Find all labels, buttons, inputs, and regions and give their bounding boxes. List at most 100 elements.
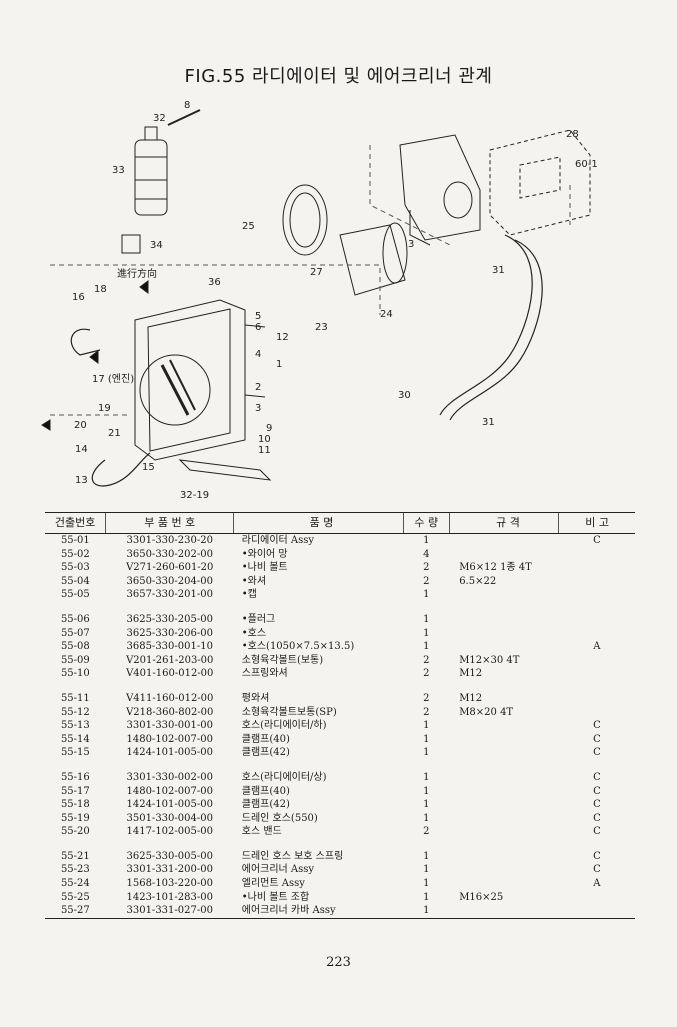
page-number: 223 <box>326 955 351 970</box>
cell-part-name: 스프링와셔 <box>241 668 288 680</box>
cell-ref-no: 55-20 <box>60 826 90 838</box>
cell-ref-no: 55-19 <box>60 812 90 824</box>
cell-quantity: 1 <box>423 627 430 639</box>
cell-ref-no: 55-11 <box>60 692 90 704</box>
radiator-drawing <box>134 299 272 481</box>
cell-quantity: 1 <box>423 535 430 546</box>
cell-part-name: •캡 <box>241 589 257 601</box>
svg-text:60-1: 60-1 <box>575 159 598 170</box>
cell-quantity: 1 <box>423 747 430 759</box>
svg-text:18: 18 <box>94 284 107 295</box>
svg-text:17 (엔진): 17 (엔진) <box>92 373 134 385</box>
cell-spec <box>449 798 559 812</box>
cell-part-number: 3625-330-206-00 <box>126 627 213 639</box>
cell-part-name: 클램프(40) <box>241 733 290 745</box>
cell-spec <box>449 733 559 747</box>
svg-text:3: 3 <box>255 403 261 414</box>
cell-quantity: 1 <box>423 905 430 917</box>
cell-spec <box>449 877 559 891</box>
svg-text:9: 9 <box>266 423 272 434</box>
cell-part-name: •호스 <box>241 627 267 639</box>
cell-remark <box>559 627 635 641</box>
cell-ref-no: 55-13 <box>60 720 90 732</box>
svg-text:32-19: 32-19 <box>180 490 209 501</box>
cell-quantity: 1 <box>423 891 430 903</box>
cell-part-name: 에어크리너 Assy <box>241 864 315 876</box>
cell-spec <box>449 812 559 826</box>
cell-part-number: 1424-101-005-00 <box>126 747 213 759</box>
svg-text:34: 34 <box>150 240 163 251</box>
overflow-tank-drawing <box>121 109 201 254</box>
cell-part-number: 3301-330-001-00 <box>126 720 213 732</box>
cell-ref-no: 55-25 <box>60 891 90 903</box>
cell-part-number: V201-261-203-00 <box>126 654 214 666</box>
cell-part-name: 소형육각볼트보통(SP) <box>241 706 337 718</box>
cell-quantity: 4 <box>423 548 430 560</box>
svg-text:12: 12 <box>276 332 289 343</box>
cell-part-name: 클램프(42) <box>241 799 290 811</box>
cell-remark <box>559 654 635 668</box>
cell-remark: C <box>593 864 601 876</box>
cell-remark <box>559 588 635 602</box>
cell-part-name: 드레인 호스 보호 스프링 <box>241 850 344 862</box>
hoses-drawing <box>70 234 543 487</box>
cell-spec <box>449 640 559 654</box>
cell-ref-no: 55-06 <box>60 613 90 625</box>
cell-quantity: 1 <box>423 850 430 862</box>
svg-text:3: 3 <box>408 239 414 250</box>
cell-part-name: 에어크리너 카바 Assy <box>241 905 336 917</box>
cell-spec <box>449 627 559 641</box>
cell-spec <box>449 746 559 760</box>
svg-text:31: 31 <box>482 417 495 428</box>
cell-part-name: •플러그 <box>241 613 276 625</box>
cell-part-name: 호스(라디에이터/상) <box>241 771 327 783</box>
cell-spec <box>449 534 559 548</box>
svg-text:23: 23 <box>315 322 328 333</box>
cell-spec: M6×12 1종 4T <box>459 562 532 574</box>
svg-text:27: 27 <box>310 267 323 278</box>
cell-ref-no: 55-04 <box>60 575 90 587</box>
cell-ref-no: 55-05 <box>60 589 90 601</box>
cell-quantity: 1 <box>423 589 430 601</box>
cell-spec <box>449 863 559 877</box>
svg-text:16: 16 <box>72 292 85 303</box>
page-title: FIG.55 라디에이터 및 에어크리너 관계 <box>184 66 493 87</box>
cell-remark <box>559 548 635 562</box>
spacer-cell <box>45 602 635 613</box>
cell-part-number: 1417-102-005-00 <box>126 826 213 838</box>
svg-text:15: 15 <box>142 462 155 473</box>
cell-part-name: •나비 볼트 조합 <box>241 891 310 903</box>
cell-ref-no: 55-12 <box>60 706 90 718</box>
cell-part-name: 호스(라디에이터/하) <box>241 720 327 732</box>
cell-remark <box>559 613 635 627</box>
cell-ref-no: 55-03 <box>60 562 90 574</box>
row-spacer <box>45 839 635 850</box>
cell-spec <box>449 825 559 839</box>
cell-part-number: 3685-330-001-10 <box>126 641 213 653</box>
svg-text:2: 2 <box>255 382 261 393</box>
spacer-cell <box>45 839 635 850</box>
cell-ref-no: 55-21 <box>60 850 90 862</box>
cell-ref-no: 55-08 <box>60 641 90 653</box>
cell-part-number: V271-260-601-20 <box>126 562 214 574</box>
cell-ref-no: 55-02 <box>60 548 90 560</box>
svg-text:11: 11 <box>258 445 271 456</box>
cell-part-name: •호스(1050×7.5×13.5) <box>241 641 355 653</box>
svg-text:32: 32 <box>153 113 166 124</box>
cell-quantity: 1 <box>423 878 430 890</box>
cell-spec: M12×30 4T <box>459 654 520 666</box>
cell-remark: C <box>593 826 601 838</box>
cell-quantity: 2 <box>423 668 430 680</box>
cell-spec <box>449 588 559 602</box>
cell-quantity: 2 <box>423 692 430 704</box>
cell-remark: A <box>593 641 601 653</box>
